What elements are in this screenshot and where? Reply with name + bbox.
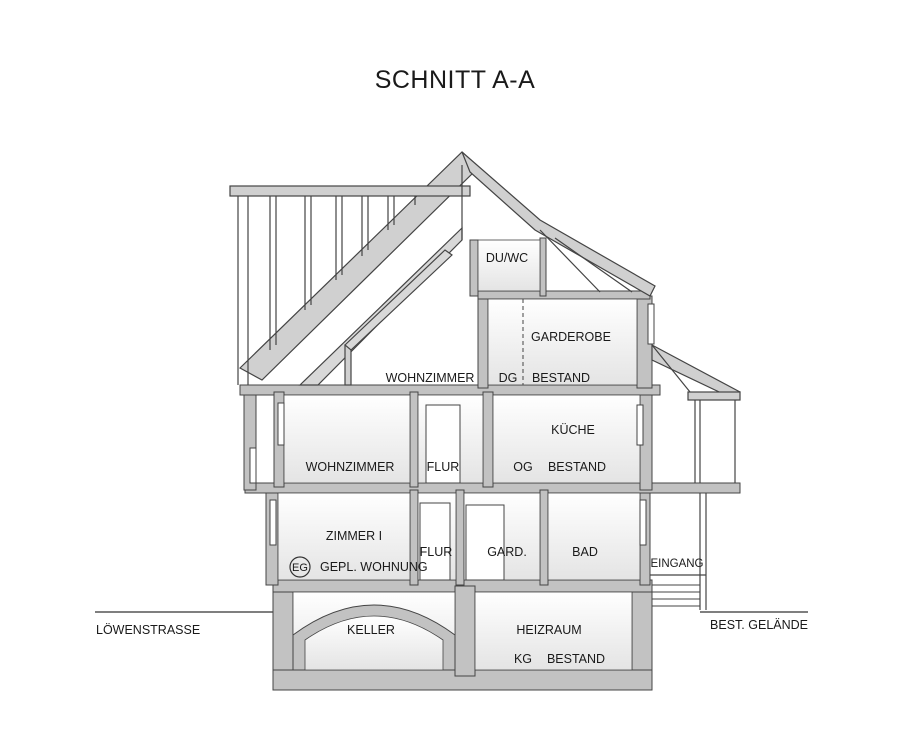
label-heizraum: HEIZRAUM	[516, 623, 581, 637]
label-wohnzimmer-dg: WOHNZIMMER	[386, 371, 475, 385]
label-dg: DG	[499, 371, 518, 385]
label-kg: KG	[514, 652, 532, 666]
label-og: OG	[513, 460, 532, 474]
label-kueche: KÜCHE	[551, 423, 595, 437]
label-terrain: BEST. GELÄNDE	[710, 618, 808, 632]
label-flur-eg: FLUR	[420, 545, 453, 559]
label-og-bestand: BESTAND	[548, 460, 606, 474]
roof-structure	[229, 151, 741, 610]
eg-circle	[289, 556, 311, 578]
drawing-title: SCHNITT A-A	[375, 66, 536, 94]
windows	[249, 303, 655, 546]
entrance-stairs	[652, 584, 700, 607]
label-street: LÖWENSTRASSE	[96, 623, 200, 637]
label-gepl-wohnung: GEPL. WOHNUNG	[320, 560, 428, 574]
label-eingang: EINGANG	[650, 558, 703, 570]
label-du-wc: DU/WC	[486, 251, 528, 265]
label-garderobe: GARDEROBE	[531, 330, 611, 344]
cellar-arch-inner	[304, 615, 444, 671]
room-labels: DU/WC GARDEROBE WOHNZIMMER DG BESTAND KÜ…	[96, 251, 808, 666]
doors	[419, 404, 505, 581]
label-eg: EG	[292, 562, 308, 574]
label-kg-bestand: BESTAND	[547, 652, 605, 666]
label-flur-og: FLUR	[427, 460, 460, 474]
label-zimmer: ZIMMER I	[326, 529, 382, 543]
label-gard: GARD.	[487, 545, 527, 559]
label-wohnzimmer-og: WOHNZIMMER	[306, 460, 395, 474]
label-dg-bestand: BESTAND	[532, 371, 590, 385]
room-fills	[277, 239, 641, 671]
building-structure	[239, 237, 741, 691]
label-bad: BAD	[572, 545, 598, 559]
label-keller: KELLER	[347, 623, 395, 637]
